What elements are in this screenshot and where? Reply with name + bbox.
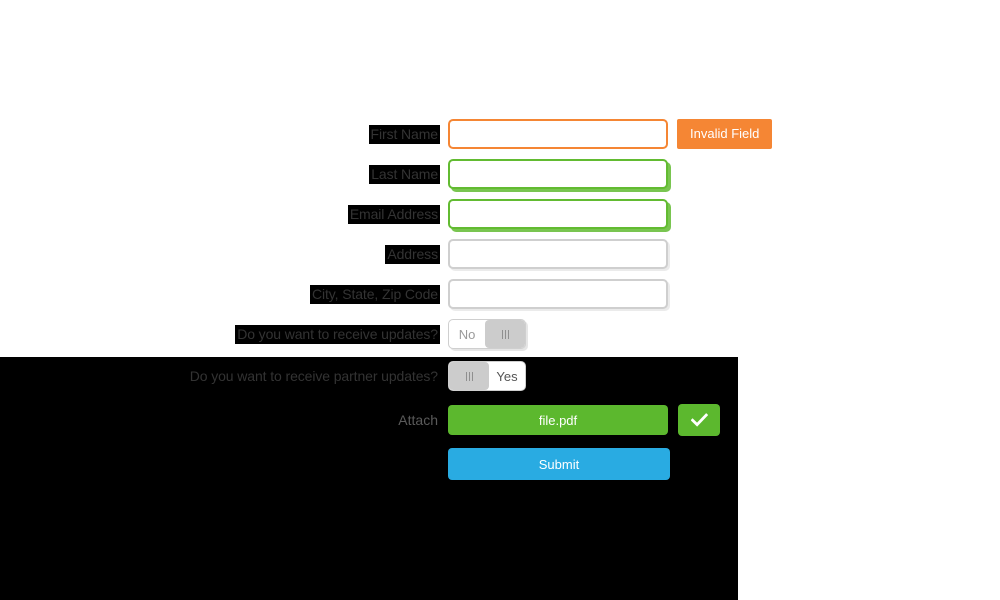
label-cell-last-name: Last Name bbox=[0, 164, 448, 184]
label-receive-partner-updates: Do you want to receive partner updates? bbox=[187, 366, 440, 386]
label-first-name: First Name bbox=[368, 124, 440, 144]
label-attach: Attach bbox=[398, 411, 438, 428]
receive-partner-updates-toggle-label: Yes bbox=[496, 368, 518, 384]
address-input[interactable] bbox=[448, 239, 668, 269]
receive-partner-updates-toggle-handle[interactable] bbox=[449, 362, 489, 390]
check-icon bbox=[690, 413, 708, 427]
form-row-attach: Attach file.pdf bbox=[0, 403, 1000, 437]
label-receive-updates: Do you want to receive updates? bbox=[235, 324, 440, 344]
label-email-address: Email Address bbox=[347, 204, 440, 224]
label-cell-email-address: Email Address bbox=[0, 204, 448, 224]
form-row-submit: Submit bbox=[0, 447, 1000, 481]
form-row-address: Address bbox=[0, 237, 1000, 271]
confirm-attachment-button[interactable] bbox=[678, 404, 720, 436]
email-address-input[interactable] bbox=[448, 199, 668, 229]
receive-partner-updates-toggle[interactable]: Yes bbox=[448, 361, 526, 391]
field-cell-attach: file.pdf bbox=[448, 404, 720, 436]
last-name-input[interactable] bbox=[448, 159, 668, 189]
grip-icon bbox=[465, 371, 473, 381]
field-cell-email-address bbox=[448, 199, 668, 229]
attached-file-button[interactable]: file.pdf bbox=[448, 405, 668, 435]
field-cell-receive-updates: No bbox=[448, 319, 526, 349]
invalid-field-badge: Invalid Field bbox=[677, 119, 773, 149]
receive-updates-toggle[interactable]: No bbox=[448, 319, 526, 349]
field-cell-submit: Submit bbox=[448, 448, 670, 480]
label-address: Address bbox=[385, 244, 440, 264]
label-cell-address: Address bbox=[0, 244, 448, 264]
form-row-receive-updates: Do you want to receive updates? No bbox=[0, 317, 1000, 351]
field-cell-last-name bbox=[448, 159, 668, 189]
label-cell-first-name: First Name bbox=[0, 124, 448, 144]
grip-icon bbox=[501, 329, 509, 339]
field-cell-first-name: Invalid Field bbox=[448, 119, 773, 149]
form-row-email-address: Email Address bbox=[0, 197, 1000, 231]
first-name-input[interactable] bbox=[448, 119, 668, 149]
form-row-first-name: First Name Invalid Field bbox=[0, 117, 1000, 151]
receive-updates-toggle-label: No bbox=[458, 326, 476, 342]
receive-updates-toggle-handle[interactable] bbox=[485, 320, 525, 348]
field-cell-address bbox=[448, 239, 668, 269]
form-row-last-name: Last Name bbox=[0, 157, 1000, 191]
label-cell-receive-partner-updates: Do you want to receive partner updates? bbox=[0, 366, 448, 386]
label-last-name: Last Name bbox=[369, 164, 440, 184]
form-row-receive-partner-updates: Do you want to receive partner updates? … bbox=[0, 359, 1000, 393]
form-row-city-state-zip: City, State, Zip Code bbox=[0, 277, 1000, 311]
city-state-zip-input[interactable] bbox=[448, 279, 668, 309]
submit-button[interactable]: Submit bbox=[448, 448, 670, 480]
field-cell-receive-partner-updates: Yes bbox=[448, 361, 526, 391]
label-cell-attach: Attach bbox=[0, 411, 448, 430]
label-cell-city-state-zip: City, State, Zip Code bbox=[0, 284, 448, 304]
field-cell-city-state-zip bbox=[448, 279, 668, 309]
label-city-state-zip: City, State, Zip Code bbox=[309, 284, 440, 304]
label-cell-receive-updates: Do you want to receive updates? bbox=[0, 324, 448, 344]
